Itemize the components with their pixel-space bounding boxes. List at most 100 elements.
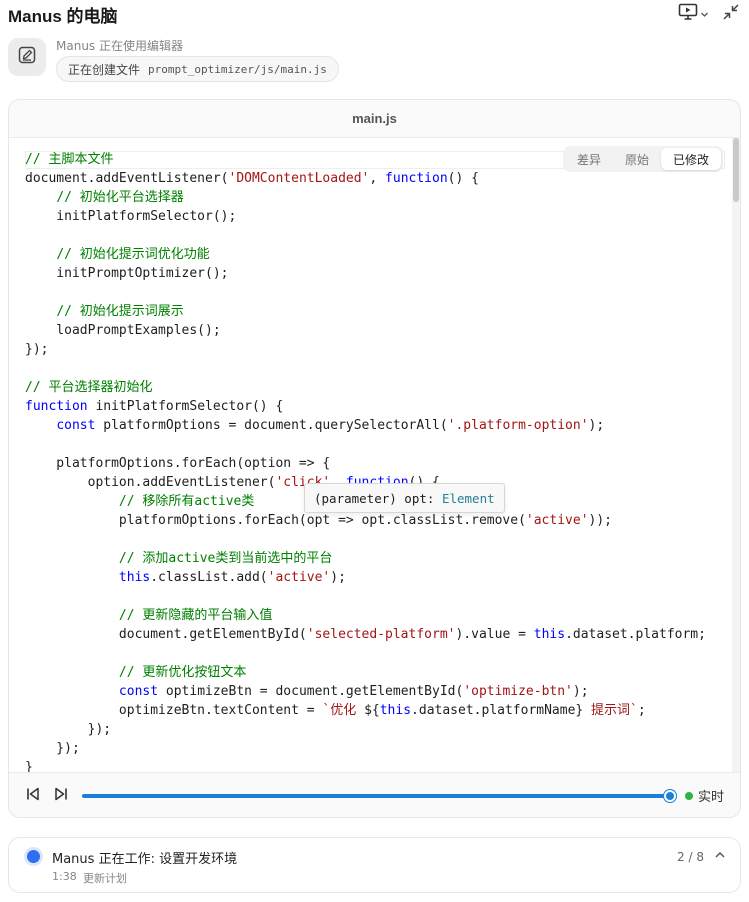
live-indicator[interactable]: 实时 (685, 786, 724, 805)
code-line: // 添加active类到当前选中的平台 (25, 549, 706, 568)
code-token: }); (25, 741, 80, 756)
code-token (25, 494, 119, 509)
code-token: .dataset.platformName} (411, 703, 584, 718)
code-token (25, 570, 119, 585)
code-token: // 添加active类到当前选中的平台 (118, 551, 333, 566)
file-path: prompt_optimizer/js/main.js (148, 62, 327, 76)
code-line: initPlatformSelector(); (25, 207, 706, 226)
code-token: , (330, 475, 346, 490)
code-line: this.classList.add('active'); (25, 568, 706, 587)
code-line: }); (25, 340, 706, 359)
task-subtitle: 更新计划 (83, 872, 127, 885)
collapse-button[interactable] (721, 2, 741, 27)
code-token: 'optimize-btn' (463, 684, 573, 699)
task-card[interactable]: Manus 正在工作: 设置开发环境 1:38 更新计划 2 / 8 (8, 837, 741, 893)
code-line: } (25, 758, 706, 772)
edit-icon (17, 45, 37, 70)
code-token: const (56, 418, 96, 433)
code-token: ); (572, 684, 589, 699)
code-token (25, 418, 56, 433)
code-line: const platformOptions = document.querySe… (25, 416, 706, 435)
code-token: 'selected-platform' (306, 627, 456, 642)
status-row: Manus 正在使用编辑器 正在创建文件 prompt_optimizer/js… (8, 34, 741, 84)
tab-original[interactable]: 原始 (624, 152, 649, 167)
code-token: }); (25, 722, 112, 737)
skip-forward-button[interactable] (52, 787, 70, 805)
scrollbar-thumb[interactable] (733, 138, 739, 202)
code-token: // 平台选择器初始化 (25, 380, 153, 395)
code-token: ); (588, 418, 605, 433)
code-line: option.addEventListener('click', functio… (25, 473, 706, 492)
code-token: function (25, 399, 88, 414)
code-token: // 移除所有active类 (118, 494, 255, 509)
status-label: Manus 正在使用编辑器 (56, 39, 183, 53)
code-content: // 主脚本文件 document.addEventListener('DOMCo… (25, 150, 706, 772)
code-token: // 初始化平台选择器 (56, 190, 184, 205)
working-indicator (27, 850, 40, 863)
code-line: // 初始化提示词优化功能 (25, 245, 706, 264)
screen-mode-button[interactable] (678, 3, 709, 26)
code-line: optimizeBtn.textContent = `优化 ${this.dat… (25, 701, 706, 720)
code-token: platformOptions = document.querySelector… (95, 418, 448, 433)
code-token: 'DOMContentLoaded' (228, 171, 370, 186)
code-token: loadPromptExamples(); (25, 323, 221, 338)
task-title: Manus 正在工作: 设置开发环境 (52, 852, 238, 867)
progress-handle[interactable] (664, 790, 676, 802)
code-editor[interactable]: // 主脚本文件 document.addEventListener('DOMCo… (9, 138, 740, 772)
code-token: } (25, 760, 33, 772)
code-token: // 主脚本文件 (25, 152, 114, 167)
tab-modified[interactable]: 已修改 (660, 148, 721, 170)
code-line: initPromptOptimizer(); (25, 264, 706, 283)
file-action-pill[interactable]: 正在创建文件 prompt_optimizer/js/main.js (56, 56, 339, 82)
code-token (25, 684, 119, 699)
task-time: 1:38 (52, 870, 77, 883)
code-token: document.addEventListener( (25, 171, 229, 186)
monitor-play-icon (678, 3, 698, 26)
chevron-down-icon (700, 6, 709, 24)
code-line: document.getElementById('selected-platfo… (25, 625, 706, 644)
tooltip-type: Element (441, 490, 495, 506)
header: Manus 的电脑 (8, 0, 741, 28)
code-token: // 更新优化按钮文本 (118, 665, 247, 680)
code-token: '.platform-option' (447, 418, 589, 433)
code-token: function (385, 171, 448, 186)
code-line: document.addEventListener('DOMContentLoa… (25, 169, 706, 188)
code-line (25, 644, 706, 663)
tooltip-prefix: (parameter) opt: (314, 490, 442, 506)
code-token: this (379, 703, 412, 718)
code-token: }); (25, 342, 49, 357)
code-line: // 更新隐藏的平台输入值 (25, 606, 706, 625)
code-token: platformOptions.forEach(opt => opt.class… (25, 513, 526, 528)
code-token (25, 551, 119, 566)
skip-forward-icon (53, 786, 69, 807)
minimize-icon (721, 2, 741, 27)
code-token (25, 190, 56, 205)
code-line (25, 587, 706, 606)
skip-back-button[interactable] (24, 787, 42, 805)
code-token: ; (637, 703, 646, 718)
code-token (25, 608, 119, 623)
code-token: 'active' (267, 570, 331, 585)
code-token: `优化 (322, 703, 365, 718)
code-line: // 初始化提示词展示 (25, 302, 706, 321)
code-token: ).value = (455, 627, 534, 642)
tab-diff[interactable]: 差异 (576, 152, 601, 167)
code-token (25, 247, 56, 262)
playback-bar: 实时 (9, 772, 740, 817)
code-token: this (118, 570, 151, 585)
code-line (25, 226, 706, 245)
code-line: // 主脚本文件 (25, 150, 706, 169)
chevron-up-icon (714, 848, 726, 866)
vertical-scrollbar[interactable] (732, 138, 740, 772)
code-token: optimizeBtn.textContent = (25, 703, 323, 718)
code-line: platformOptions.forEach(option => { (25, 454, 706, 473)
progress-fill (82, 794, 670, 798)
code-line: // 移除所有active类 (25, 492, 706, 511)
code-line (25, 435, 706, 454)
expand-task-button[interactable] (712, 849, 728, 865)
code-token: initPlatformSelector() { (87, 399, 284, 414)
code-line: const optimizeBtn = document.getElementB… (25, 682, 706, 701)
progress-slider[interactable] (82, 790, 676, 802)
code-token (25, 304, 56, 319)
